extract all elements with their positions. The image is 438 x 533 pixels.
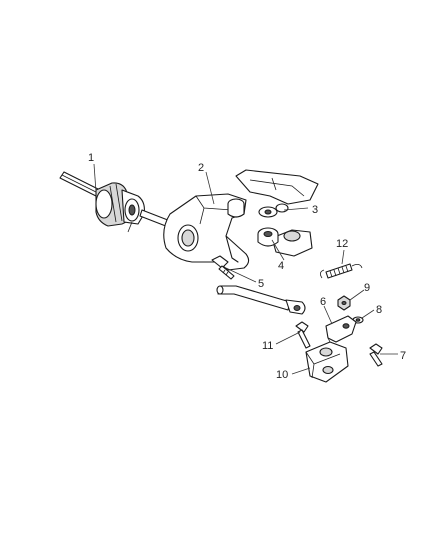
- bushing: [257, 227, 279, 247]
- shift-block: [305, 341, 349, 383]
- callout-5: 5: [258, 278, 264, 290]
- callout-1: 1: [88, 152, 94, 164]
- leader-lines: [93, 163, 398, 375]
- pivot-bolt: [295, 321, 311, 349]
- callout-3: 3: [312, 204, 318, 216]
- transmission-housing: [235, 169, 319, 257]
- shift-linkage-rod: [216, 285, 306, 315]
- shifter-bracket: [163, 193, 250, 271]
- callout-7: 7: [400, 350, 406, 362]
- callout-labels: 1 2 3 4 5 6 7 8 9 10 11 12: [88, 152, 406, 381]
- callout-2: 2: [198, 162, 204, 174]
- callout-11: 11: [262, 340, 273, 352]
- lever-bolt: [369, 343, 383, 367]
- callout-6: 6: [320, 296, 326, 308]
- bracket-bolt: [211, 255, 235, 280]
- callout-12: 12: [336, 238, 348, 250]
- hex-nut: [337, 295, 351, 311]
- callout-10: 10: [276, 369, 288, 381]
- callout-9: 9: [364, 282, 370, 294]
- callout-4: 4: [278, 260, 284, 272]
- return-spring: [320, 263, 363, 279]
- callout-8: 8: [376, 304, 382, 316]
- washer-stack: [258, 203, 289, 218]
